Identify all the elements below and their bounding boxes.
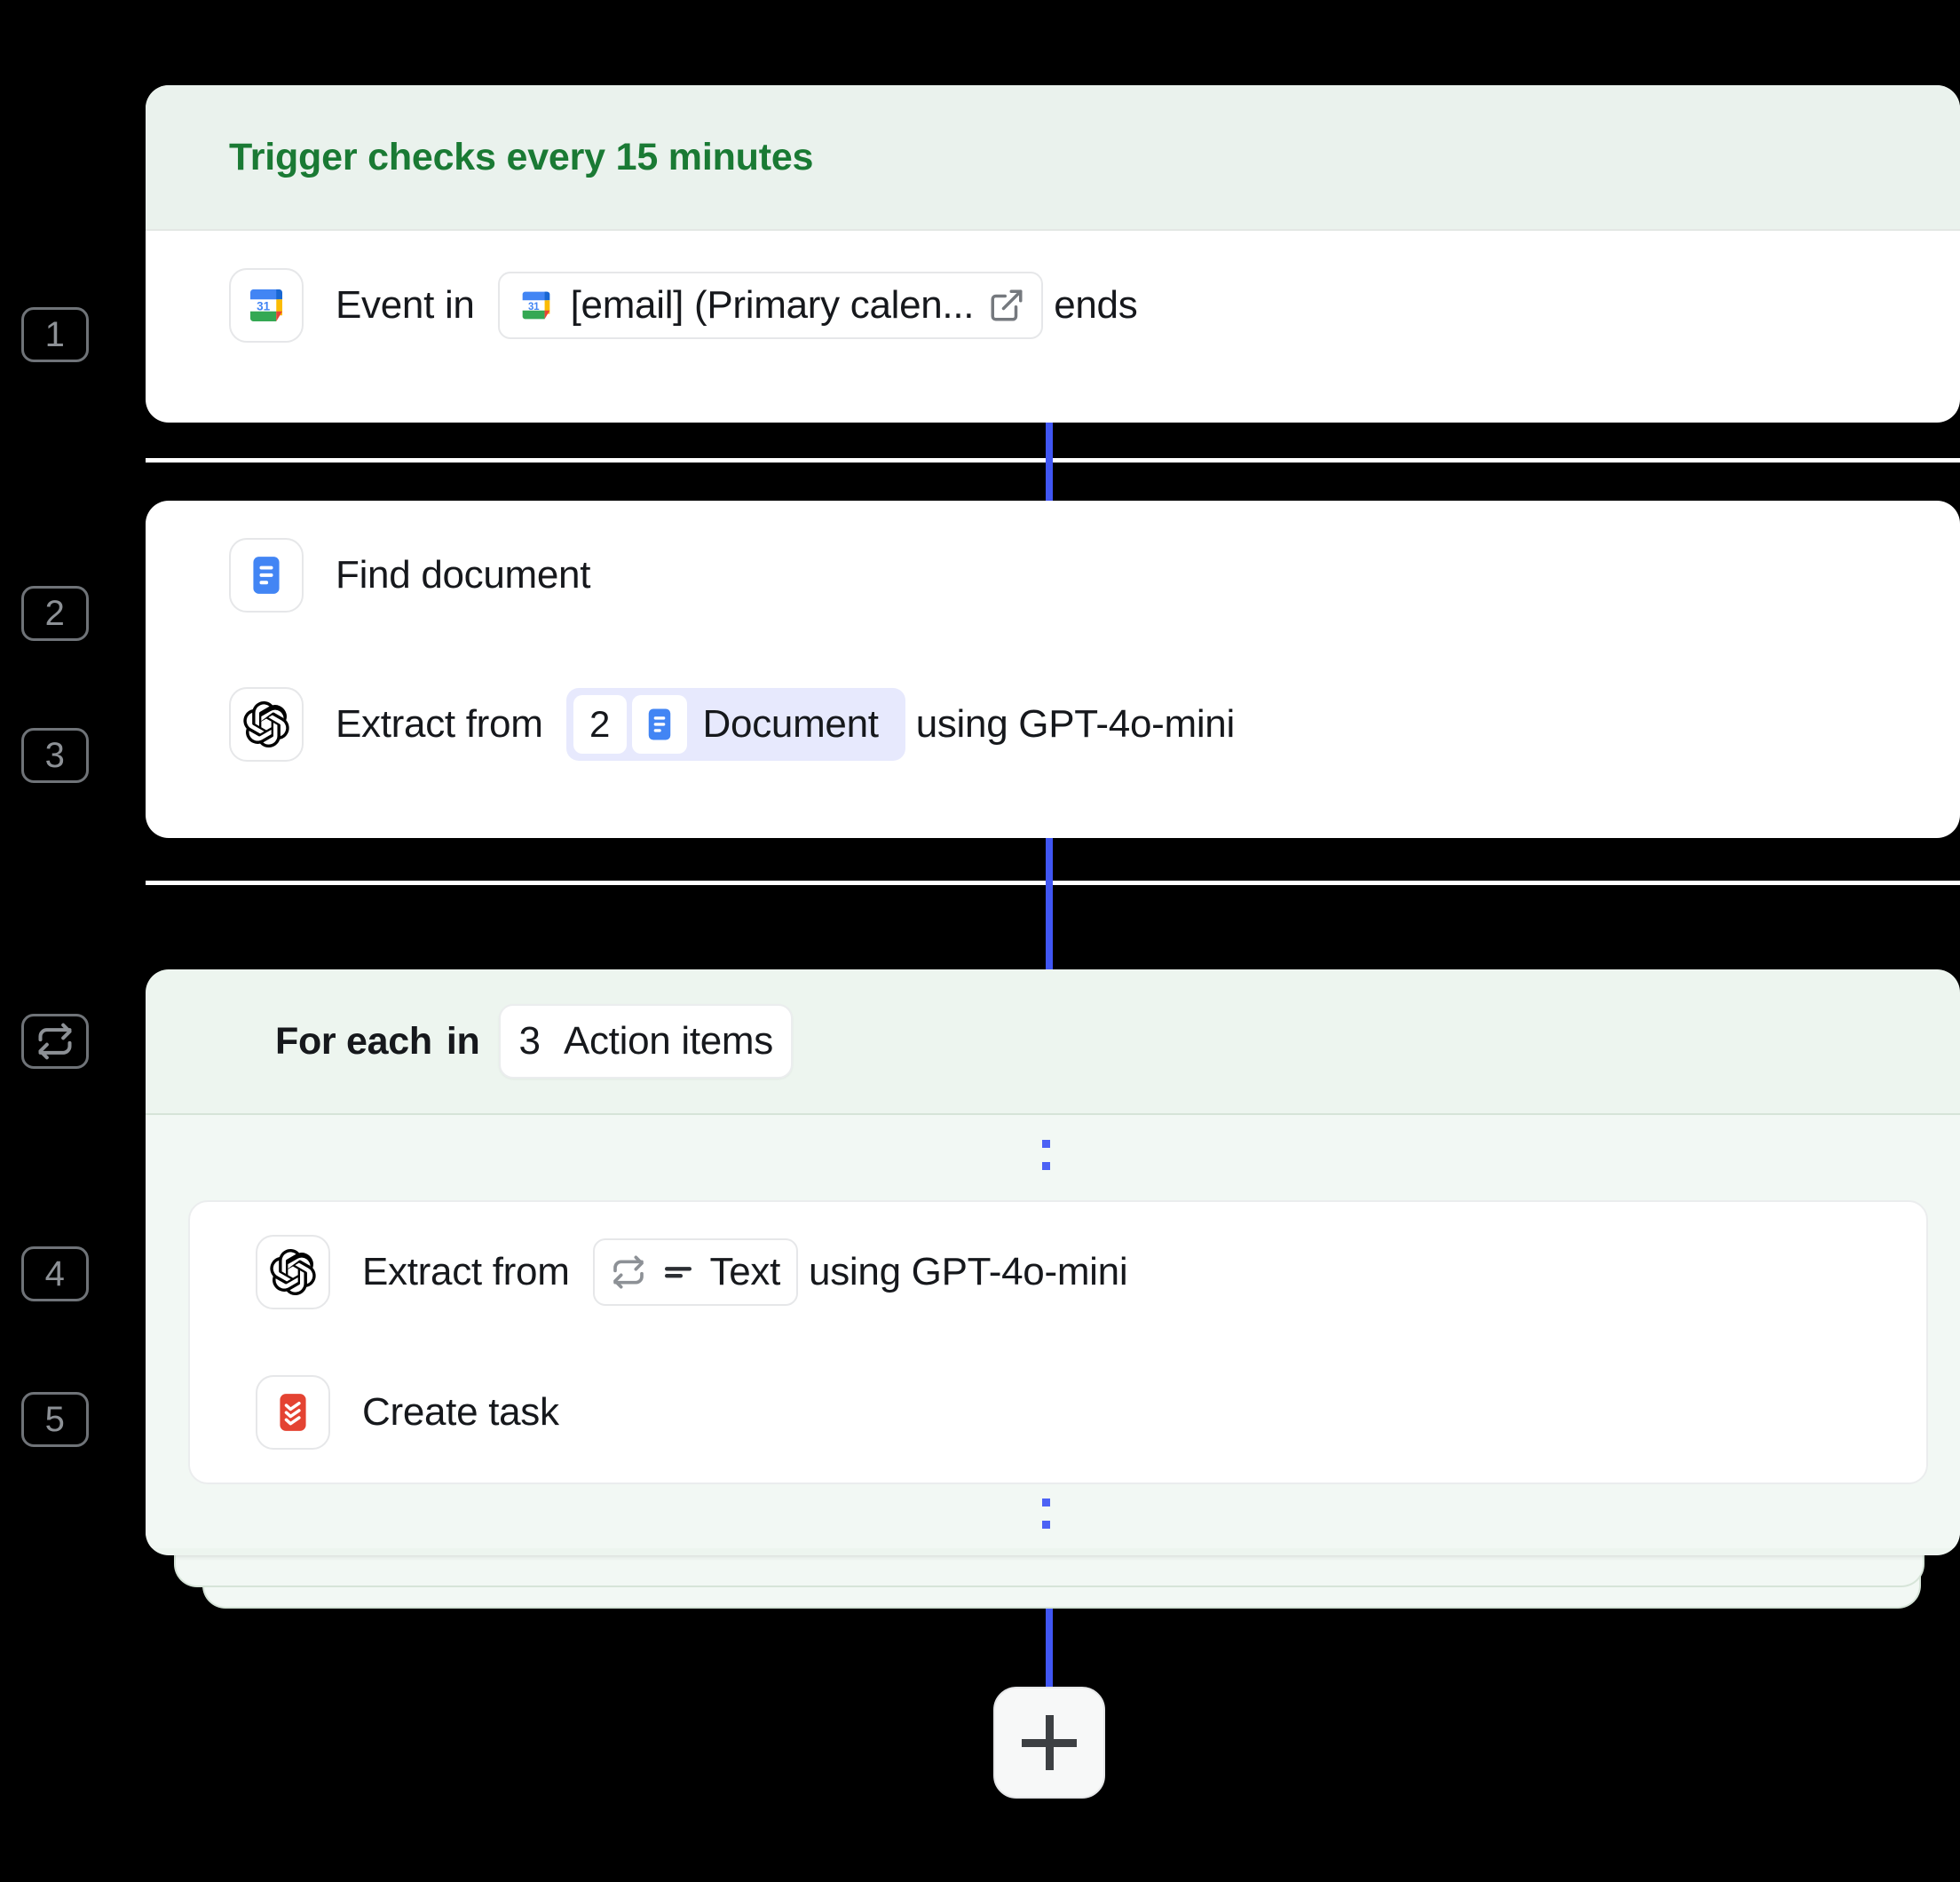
repeat-icon: [611, 1254, 646, 1290]
action-description-3: Extract from 2 Document using GPT-4o-min…: [336, 688, 1235, 761]
loop-text-reference-chip[interactable]: Text: [592, 1238, 799, 1306]
google-docs-icon: [631, 695, 687, 754]
step-badge-3[interactable]: 3: [21, 728, 89, 783]
svg-text:31: 31: [528, 302, 540, 312]
step-badge-1[interactable]: 1: [21, 307, 89, 362]
loop-source-number: 3: [518, 1019, 541, 1063]
loop-text-reference-label: Text: [709, 1250, 781, 1293]
loop-step-description-4: Extract from: [362, 1238, 1128, 1306]
loop-connector-top: [1042, 1140, 1050, 1170]
trigger-card[interactable]: Trigger checks every 15 minutes 31 Event…: [146, 85, 1960, 423]
text-type-icon: [660, 1254, 696, 1290]
loop-step-row-extract[interactable]: Extract from: [190, 1202, 1926, 1342]
plus-icon: [1022, 1715, 1077, 1770]
loop-steps-card[interactable]: Extract from: [188, 1200, 1928, 1484]
trigger-header-text: Trigger checks every 15 minutes: [229, 135, 814, 178]
add-step-button[interactable]: [993, 1687, 1105, 1799]
loop-body: Extract from: [146, 1115, 1960, 1548]
trigger-step-row[interactable]: 31 Event in 31: [146, 231, 1960, 380]
step-badge-4[interactable]: 4: [21, 1246, 89, 1301]
extract-text-before: Extract from: [336, 702, 543, 746]
calendar-reference-label: [email] (Primary calen...: [570, 283, 975, 327]
action-row-find-document[interactable]: Find document: [146, 501, 1960, 650]
extract-text-after: using GPT-4o-mini: [915, 702, 1236, 746]
reference-step-number: 2: [573, 695, 627, 754]
trigger-text-after: ends: [1054, 283, 1138, 327]
step-badge-2[interactable]: 2: [21, 586, 89, 641]
connector-actions-to-loop: [1046, 838, 1053, 969]
todoist-icon: [256, 1375, 330, 1450]
loop-extract-text-after: using GPT-4o-mini: [809, 1250, 1128, 1293]
gap-rule-1: [146, 458, 1960, 463]
loop-source-label: Action items: [563, 1019, 773, 1063]
loop-header[interactable]: For each in 3 Action items: [146, 969, 1960, 1115]
loop-container[interactable]: For each in 3 Action items: [146, 969, 1960, 1555]
document-reference-label: Document: [702, 702, 879, 746]
loop-create-task-label: Create task: [362, 1390, 559, 1434]
google-calendar-icon: 31: [516, 285, 557, 326]
openai-icon: [229, 687, 304, 762]
openai-icon: [256, 1235, 330, 1309]
svg-text:31: 31: [257, 300, 271, 313]
action-description-2: Find document: [336, 553, 590, 597]
actions-card[interactable]: Find document Extract from 2: [146, 501, 1960, 838]
loop-label-in: in: [446, 1019, 480, 1063]
gap-rule-2: [146, 881, 1960, 885]
repeat-icon: [36, 1022, 75, 1061]
action-row-extract-document[interactable]: Extract from 2 Document using GPT-4o-min…: [146, 650, 1960, 799]
connector-trigger-to-actions: [1046, 423, 1053, 501]
step-badge-5[interactable]: 5: [21, 1392, 89, 1447]
loop-source-chip[interactable]: 3 Action items: [499, 1004, 793, 1079]
calendar-reference-chip[interactable]: 31 [email] (Primary calen...: [497, 272, 1044, 339]
google-docs-icon: [229, 538, 304, 613]
document-reference-pill[interactable]: 2 Document: [565, 688, 905, 761]
trigger-description: Event in 31 [email] (Primary: [336, 272, 1138, 339]
loop-badge[interactable]: [21, 1014, 89, 1069]
loop-step-description-5: Create task: [362, 1390, 559, 1435]
google-calendar-icon: 31: [229, 268, 304, 343]
action-label-find-document: Find document: [336, 553, 591, 597]
loop-connector-bottom: [1042, 1498, 1050, 1529]
loop-label-prefix: For each: [275, 1019, 432, 1063]
trigger-header: Trigger checks every 15 minutes: [146, 85, 1960, 231]
loop-extract-text-before: Extract from: [362, 1250, 570, 1293]
external-link-icon[interactable]: [988, 287, 1025, 324]
trigger-text-before: Event in: [336, 283, 475, 327]
connector-loop-to-add: [1046, 1609, 1053, 1703]
loop-step-row-create-task[interactable]: Create task: [190, 1342, 1926, 1483]
